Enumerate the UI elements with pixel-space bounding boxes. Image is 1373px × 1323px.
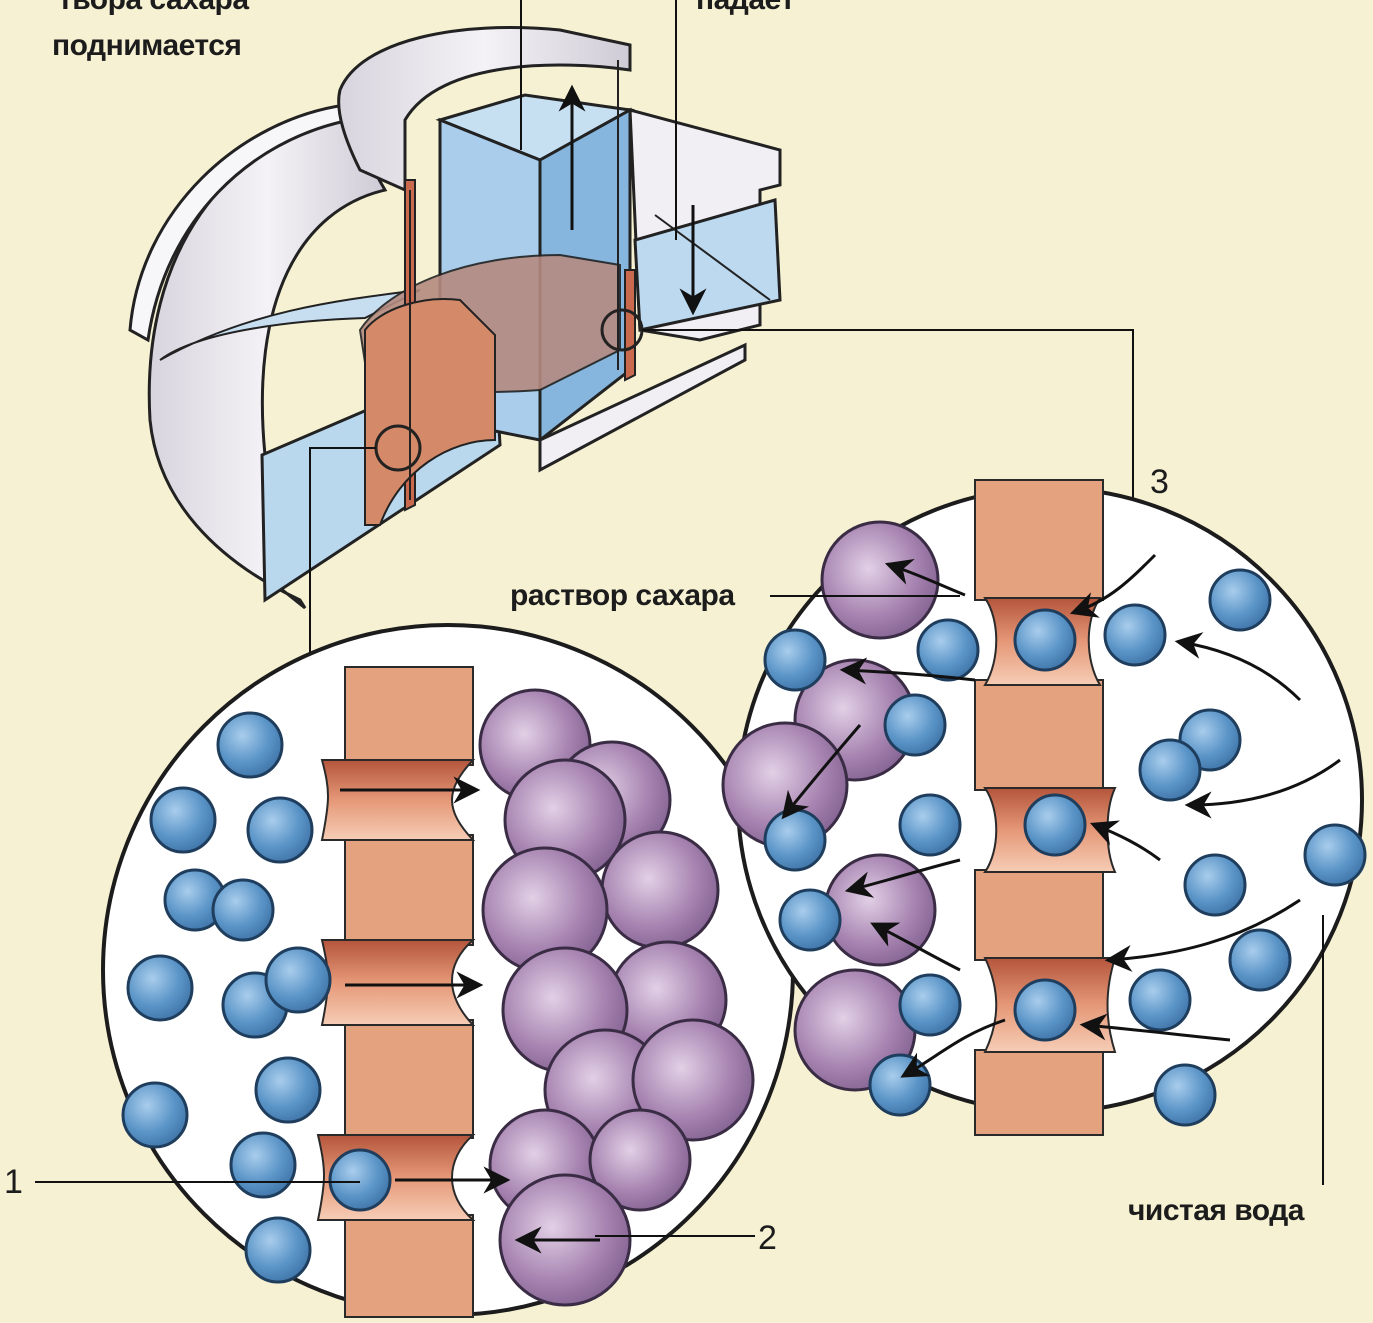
label-number-2: 2 xyxy=(758,1222,776,1254)
label-pure-water: чистая вода xyxy=(1128,1195,1304,1227)
label-number-3: 3 xyxy=(1150,466,1168,498)
label-sugar-solution-rises-line2: поднимается xyxy=(52,30,241,62)
magnified-view-right xyxy=(723,480,1365,1135)
label-water-level-falls: падает xyxy=(696,0,795,16)
membrane-left xyxy=(318,667,473,1317)
magnified-view-left xyxy=(103,625,793,1317)
label-sugar-solution-rises-line1: твора сахара xyxy=(58,0,249,16)
osmosis-vessel xyxy=(130,0,780,608)
label-sugar-solution: раствор сахара xyxy=(510,580,735,612)
label-number-1: 1 xyxy=(4,1166,22,1198)
